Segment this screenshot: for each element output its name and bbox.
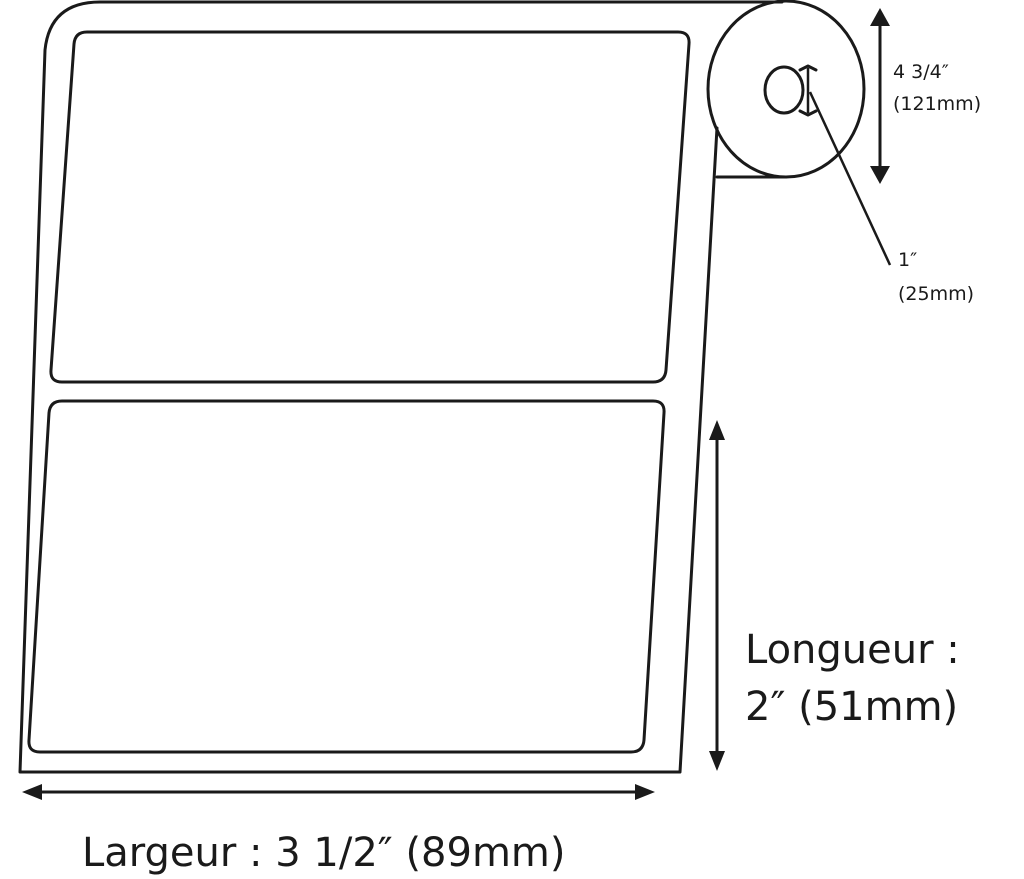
core-diameter-label: 1″ [898, 249, 917, 271]
roll-diameter-mm: (121mm) [893, 93, 981, 115]
core-diameter-mm: (25mm) [898, 283, 974, 305]
length-arrow [709, 420, 725, 771]
width-arrow [22, 784, 655, 800]
length-title: Longueur : [745, 627, 960, 673]
roll-core [763, 65, 805, 115]
roll-outer [706, 0, 866, 179]
roll-diameter-label: 4 3/4″ [893, 61, 949, 83]
core-leader-line [808, 91, 892, 266]
length-value: 2″ (51mm) [745, 684, 958, 730]
roll-diameter-arrow [870, 8, 890, 184]
label-1 [49, 30, 691, 384]
label-2 [27, 399, 666, 754]
core-diameter-arrow [798, 64, 818, 117]
width-label: Largeur : 3 1/2″ (89mm) [82, 830, 565, 876]
liner-sheet [18, 0, 784, 774]
